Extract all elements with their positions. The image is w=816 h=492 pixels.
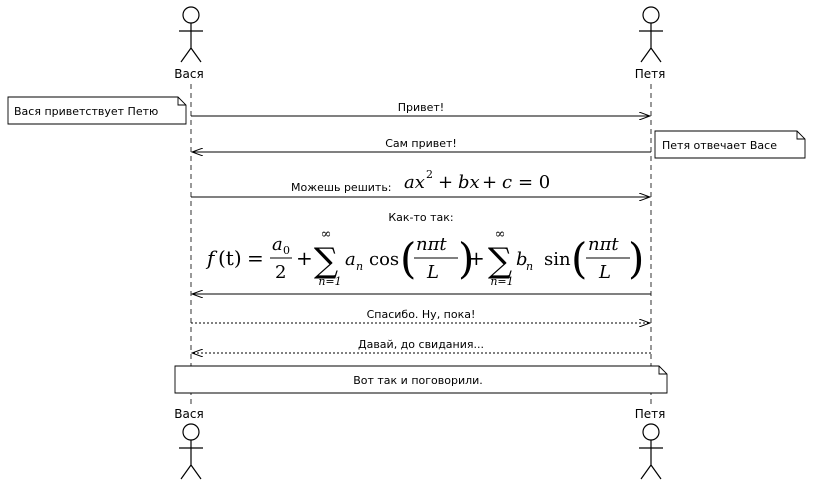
message-label: Спасибо. Ну, пока! — [367, 308, 476, 321]
svg-text:= 0: = 0 — [518, 172, 550, 193]
svg-text:+: + — [438, 172, 453, 193]
svg-text:∑: ∑ — [314, 241, 338, 281]
svg-text:nπt: nπt — [588, 234, 619, 255]
svg-text:cos: cos — [369, 249, 399, 270]
svg-text:): ) — [458, 234, 474, 283]
svg-text:L: L — [426, 262, 439, 283]
stick-figure-icon — [639, 6, 663, 63]
actor-label: Вася — [174, 67, 203, 81]
svg-text:ax: ax — [404, 172, 425, 193]
svg-text:bx: bx — [458, 172, 480, 193]
svg-text:(t): (t) — [218, 246, 242, 270]
svg-text:+: + — [482, 172, 497, 193]
svg-text:∞: ∞ — [495, 227, 506, 242]
svg-text:+: + — [468, 246, 485, 270]
message-label: Привет! — [398, 101, 444, 114]
fourier-formula: f (t) = a 0 2 + ∞ ∑ n=1 a n cos ( nπt L … — [205, 227, 644, 288]
svg-text:): ) — [628, 234, 644, 283]
note-right: Петя отвечает Васе — [654, 130, 806, 159]
svg-text:sin: sin — [544, 249, 571, 270]
message-label: Можешь решить: — [291, 181, 392, 194]
stick-figure-icon — [179, 6, 203, 63]
svg-text:(: ( — [571, 234, 587, 283]
svg-text:n=1: n=1 — [318, 275, 341, 288]
svg-text:f: f — [205, 246, 218, 270]
svg-text:0: 0 — [283, 244, 290, 257]
svg-text:a: a — [272, 234, 283, 255]
svg-text:n=1: n=1 — [490, 275, 513, 288]
svg-text:+: + — [296, 246, 313, 270]
svg-text:(: ( — [400, 234, 416, 283]
stick-figure-icon — [179, 423, 203, 480]
svg-text:∑: ∑ — [488, 241, 512, 281]
svg-text:b: b — [516, 249, 528, 270]
svg-text:a: a — [345, 249, 356, 270]
message-label: Давай, до свидания... — [358, 338, 484, 351]
note-text: Петя отвечает Васе — [662, 139, 777, 152]
svg-text:c: c — [502, 172, 512, 193]
svg-text:2: 2 — [275, 262, 286, 283]
svg-text:L: L — [598, 262, 611, 283]
svg-text:nπt: nπt — [416, 234, 447, 255]
note-bottom: Вот так и поговорили. — [174, 365, 668, 394]
equation-formula: ax 2 + bx + c = 0 — [404, 168, 550, 193]
svg-text:n: n — [526, 260, 533, 273]
note-left: Вася приветствует Петю — [7, 96, 187, 125]
message-label: Как-то так: — [388, 211, 453, 224]
actor-label: Петя — [635, 67, 666, 81]
svg-text:=: = — [247, 246, 264, 270]
actor-left-top: Вася — [174, 6, 204, 81]
svg-text:∞: ∞ — [321, 227, 332, 242]
svg-text:n: n — [356, 260, 363, 273]
stick-figure-icon — [639, 423, 663, 480]
actor-right-top: Петя — [635, 6, 666, 81]
svg-text:2: 2 — [426, 168, 433, 181]
actor-right-bottom: Петя — [635, 407, 666, 480]
actor-left-bottom: Вася — [174, 407, 204, 480]
actor-label: Вася — [174, 407, 203, 421]
note-text: Вот так и поговорили. — [353, 374, 483, 387]
actor-label: Петя — [635, 407, 666, 421]
note-text: Вася приветствует Петю — [14, 105, 158, 118]
message-label: Сам привет! — [385, 137, 457, 150]
